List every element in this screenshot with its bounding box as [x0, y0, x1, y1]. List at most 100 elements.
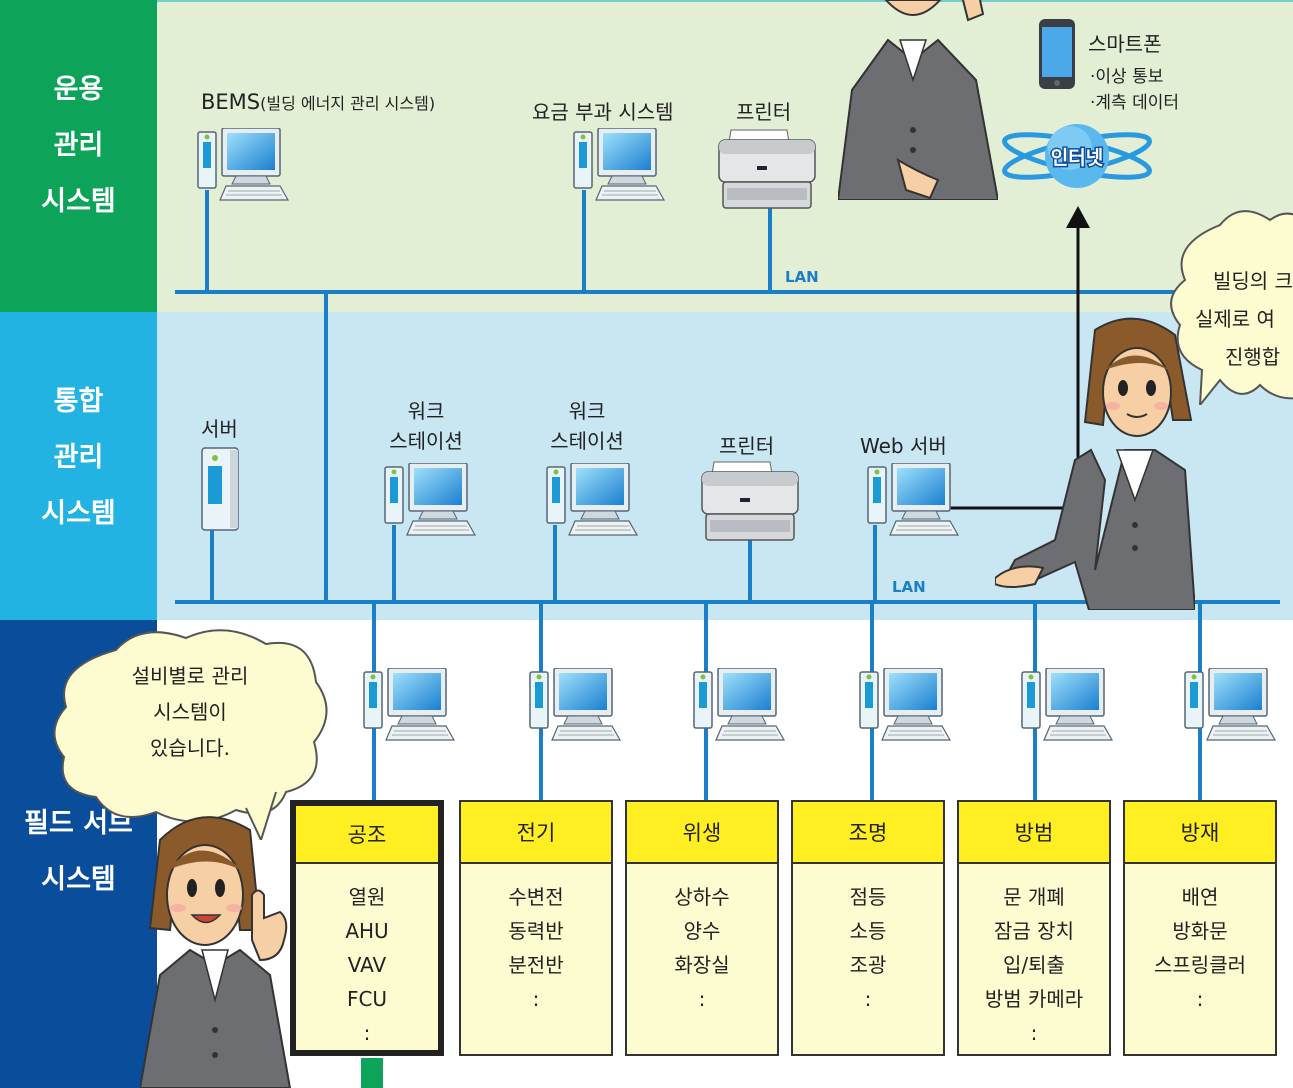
- field-system-item: :: [864, 987, 872, 1011]
- operation-label-line: 관리: [53, 130, 104, 161]
- smartphone-icon: [1039, 19, 1075, 89]
- printer-icon: [718, 129, 816, 209]
- field-system-items: 열원 AHU VAV FCU :: [296, 864, 438, 1050]
- field-system-items: 문 개폐 잠금 장치 입/퇴출 방범 카메라 :: [959, 864, 1109, 1050]
- field-system-item: 스프링클러: [1154, 953, 1246, 977]
- field-system-items: 점등 소등 조광 :: [793, 864, 943, 1016]
- right-bubble-line: 진행합: [1225, 345, 1281, 369]
- server-label: 서버: [201, 417, 238, 441]
- integrated-label-line: 시스템: [41, 498, 116, 529]
- field-system-item: 화장실: [674, 953, 730, 977]
- field-system-title: 조명: [793, 802, 943, 864]
- field-system-item: 방화문: [1172, 919, 1228, 943]
- field-system-item: AHU: [345, 919, 389, 943]
- internet-label: 인터넷: [1051, 147, 1103, 169]
- field-system-item: :: [532, 987, 540, 1011]
- left-bubble-text: 설비별로 관리 시스템이 있습니다.: [90, 658, 290, 766]
- field-computer-icon: [1021, 668, 1113, 741]
- field-label-line: 시스템: [41, 864, 116, 895]
- right-bubble-text: 빌딩의 크 실제로 여 진행합: [1195, 262, 1293, 376]
- presenter-left-figure: [140, 816, 292, 1088]
- field-system-items: 상하수 양수 화장실 :: [627, 864, 777, 1016]
- workstation-2-label: 워크 스테이션: [550, 396, 624, 456]
- field-system-item: 열원: [348, 885, 386, 909]
- field-system-item: 수변전: [508, 885, 564, 909]
- field-system-item: :: [363, 1021, 371, 1045]
- field-system-title: 전기: [461, 802, 611, 864]
- field-system-items: 수변전 동력반 분전반 :: [461, 864, 611, 1016]
- field-system-item: 조광: [849, 953, 887, 977]
- internet-globe-icon: 인터넷: [1002, 124, 1152, 188]
- field-system-item: 소등: [849, 919, 887, 943]
- integrated-lan-label: LAN: [892, 578, 926, 596]
- field-system-title: 방재: [1125, 802, 1275, 864]
- workstation-2-line: 워크: [568, 399, 606, 423]
- field-system-item: 분전반: [508, 953, 564, 977]
- workstation-1-line: 스테이션: [389, 429, 463, 453]
- workstation-1-computer-icon: [384, 463, 476, 536]
- field-system-item: 문 개폐: [1003, 885, 1065, 909]
- workstation-2-line: 스테이션: [550, 429, 624, 453]
- field-system-box-lighting: 조명 점등 소등 조광 :: [791, 800, 945, 1056]
- integrated-printer-icon: [701, 461, 799, 541]
- field-system-box-disaster: 방재 배연 방화문 스프링클러 :: [1123, 800, 1277, 1056]
- field-computer-icon: [529, 668, 621, 741]
- field-system-item: 동력반: [508, 919, 564, 943]
- operation-label-line: 운용: [53, 74, 104, 105]
- field-computer-icon: [859, 668, 951, 741]
- server-icon: [201, 447, 239, 531]
- field-system-item: :: [698, 987, 706, 1011]
- field-system-item: FCU: [346, 987, 388, 1011]
- field-system-item: 입/퇴출: [1003, 953, 1065, 977]
- field-system-box-electric: 전기 수변전 동력반 분전반 :: [459, 800, 613, 1056]
- left-bubble-line: 설비별로 관리: [131, 664, 249, 688]
- integrated-label-line: 관리: [53, 442, 104, 473]
- bems-computer-icon: [197, 128, 289, 201]
- field-system-box-security: 방범 문 개폐 잠금 장치 입/퇴출 방범 카메라 :: [957, 800, 1111, 1056]
- field-system-item: 잠금 장치: [994, 919, 1074, 943]
- web-server-computer-icon: [867, 463, 959, 536]
- workstation-2-computer-icon: [546, 463, 638, 536]
- field-system-item: 양수: [683, 919, 721, 943]
- smartphone-title: 스마트폰: [1088, 32, 1162, 56]
- web-server-label: Web 서버: [860, 434, 947, 458]
- left-speech-bubble: [53, 629, 328, 840]
- field-system-title: 방범: [959, 802, 1109, 864]
- field-system-box-sanitary: 위생 상하수 양수 화장실 :: [625, 800, 779, 1056]
- field-system-title: 공조: [296, 806, 438, 864]
- operation-section-label: 운용 관리 시스템: [0, 0, 157, 312]
- right-bubble-line: 빌딩의 크: [1213, 269, 1293, 293]
- integrated-printer-label: 프린터: [719, 434, 775, 458]
- arrow-head: [1066, 206, 1090, 228]
- operation-label-line: 시스템: [41, 186, 116, 217]
- field-computer-icon: [1184, 668, 1276, 741]
- bems-label: BEMS(빌딩 에너지 관리 시스템): [201, 90, 435, 114]
- field-computer-icon: [363, 668, 455, 741]
- workstation-1-line: 워크: [407, 399, 445, 423]
- field-system-item: VAV: [347, 953, 387, 977]
- smartphone-item: ·계측 데이터: [1090, 93, 1180, 113]
- field-system-item: 방범 카메라: [984, 987, 1084, 1011]
- bems-sub: (빌딩 에너지 관리 시스템): [260, 94, 436, 113]
- bems-main: BEMS: [201, 90, 261, 114]
- billing-computer-icon: [573, 128, 665, 201]
- ops-lan-label: LAN: [785, 268, 819, 286]
- right-bubble-line: 실제로 여: [1195, 307, 1275, 331]
- field-system-title: 위생: [627, 802, 777, 864]
- right-speech-bubble: [1170, 210, 1293, 405]
- left-bubble-line: 시스템이: [153, 700, 227, 724]
- green-connector: [361, 1058, 383, 1088]
- field-system-item: 점등: [849, 885, 887, 909]
- integrated-section-label: 통합 관리 시스템: [0, 312, 157, 620]
- field-computer-icon: [693, 668, 785, 741]
- field-system-item: :: [1030, 1021, 1038, 1045]
- presenter-right-figure: [995, 317, 1195, 610]
- field-system-item: :: [1196, 987, 1204, 1011]
- field-system-item: 배연: [1181, 885, 1219, 909]
- billing-label: 요금 부과 시스템: [532, 100, 674, 124]
- workstation-1-label: 워크 스테이션: [389, 396, 463, 456]
- field-system-item: 상하수: [674, 885, 730, 909]
- left-bubble-line: 있습니다.: [150, 736, 230, 760]
- smartphone-item: ·이상 통보: [1090, 67, 1164, 87]
- ops-printer-label: 프린터: [736, 100, 792, 124]
